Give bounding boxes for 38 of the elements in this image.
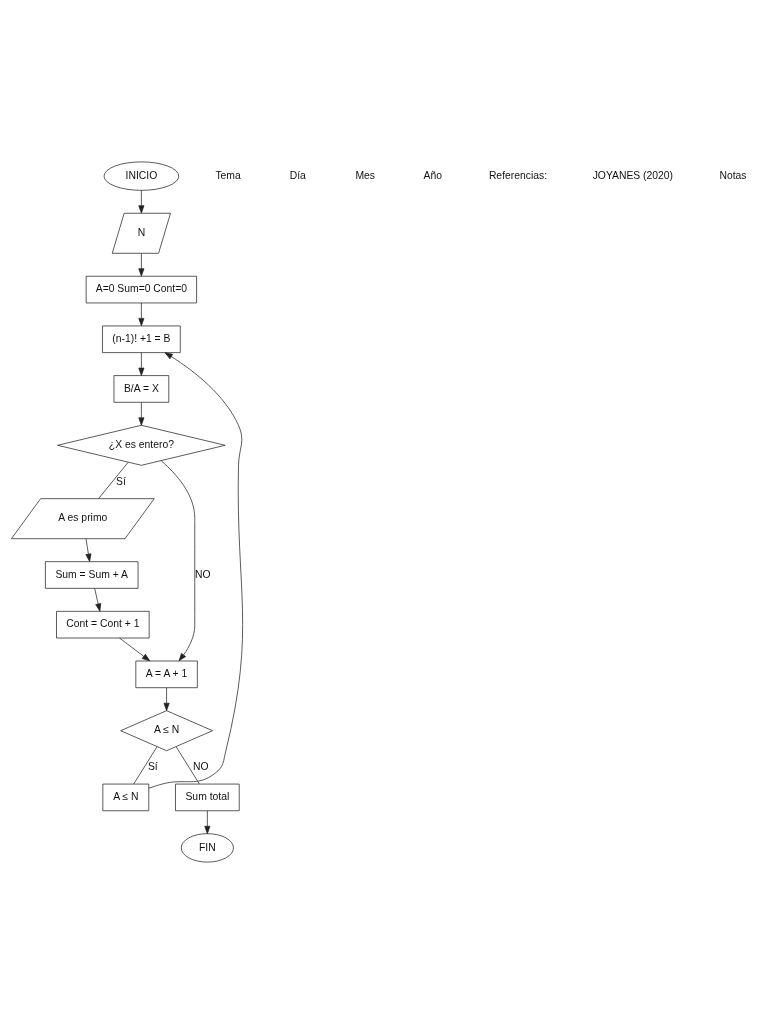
- arrow: [138, 352, 145, 376]
- label: Día: [289, 169, 306, 181]
- label: Mes: [355, 169, 376, 181]
- node-box: Sum = Sum + A: [45, 561, 139, 589]
- arrow: [160, 460, 196, 662]
- arrow: [138, 302, 145, 327]
- arrow: [148, 352, 243, 789]
- arrow: [138, 253, 145, 277]
- arrow: [94, 588, 102, 612]
- node-box: Sum total: [175, 783, 240, 812]
- connector: [133, 746, 158, 785]
- node-diamond: ¿X es entero?: [57, 424, 226, 466]
- arrow: [119, 637, 151, 662]
- node-diamond: A ≤ N: [120, 710, 213, 752]
- node-box: B/A = X: [113, 375, 170, 403]
- node-box: A = A + 1: [135, 660, 198, 689]
- edge-label: NO: [195, 568, 211, 580]
- arrow: [163, 687, 170, 711]
- node-box: (n-1)! +1 = B: [102, 325, 181, 353]
- label: Notas: [719, 169, 747, 181]
- arrow: [85, 538, 92, 562]
- node-box: A ≤ N: [102, 783, 150, 812]
- arrow: [138, 402, 145, 426]
- arrow: [138, 189, 145, 214]
- node-box: A=0 Sum=0 Cont=0: [85, 275, 197, 304]
- node-ellipse: INICIO: [103, 161, 180, 191]
- label: Referencias:: [488, 169, 548, 181]
- label: Tema: [215, 169, 241, 181]
- connector: [175, 746, 200, 785]
- node-box: Cont = Cont + 1: [56, 610, 150, 639]
- arrow: [204, 810, 211, 835]
- connector: [98, 461, 129, 499]
- edge-label: Sí: [147, 761, 158, 773]
- edge-label: NO: [192, 761, 209, 773]
- edge-label: Sí: [116, 475, 126, 487]
- node-ellipse: FIN: [180, 833, 234, 863]
- label: Año: [423, 169, 442, 181]
- label: JOYANES (2020): [592, 169, 674, 181]
